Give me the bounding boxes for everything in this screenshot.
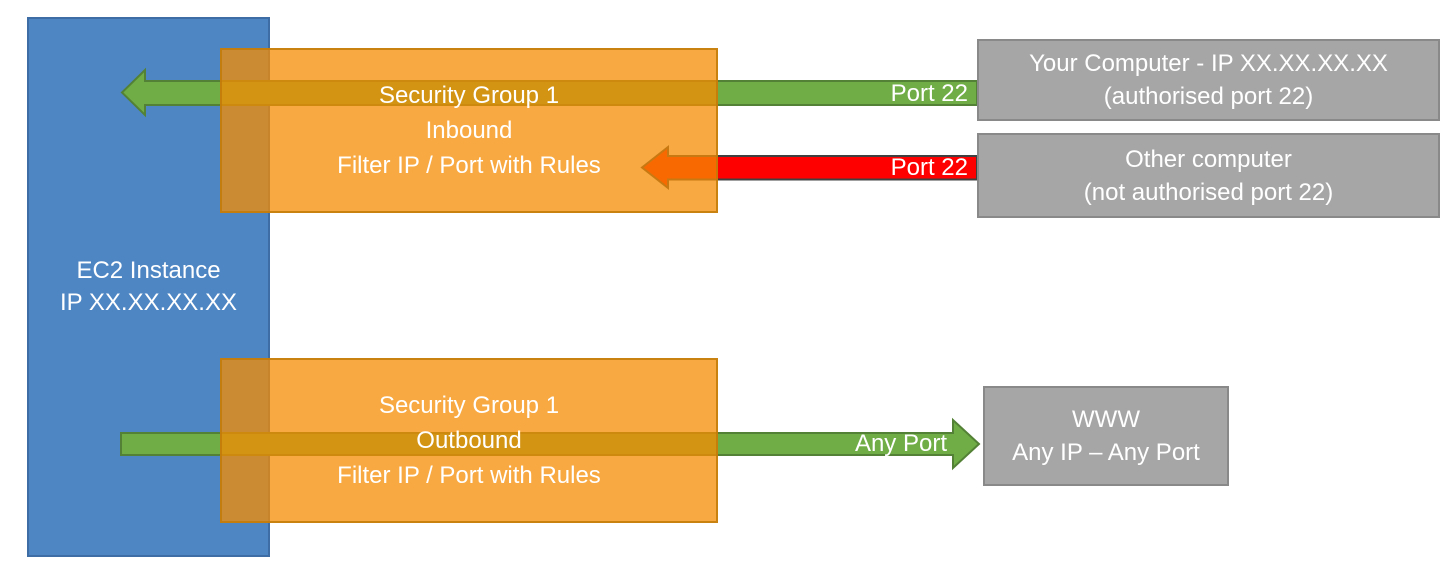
your-computer-title: Your Computer - IP XX.XX.XX.XX [1029, 50, 1388, 77]
other-computer-subtitle: (not authorised port 22) [1083, 178, 1334, 206]
sg-inbound-name: Security Group 1 [378, 82, 560, 109]
www-box: WWW Any IP – Any Port [983, 386, 1229, 486]
inbound-allowed-port-label: Port 22 [890, 80, 968, 107]
www-title: WWW [1072, 406, 1140, 433]
sg-inbound-direction: Inbound [425, 117, 513, 144]
other-computer-box: Other computer (not authorised port 22) [977, 133, 1440, 218]
sg-outbound-direction: Outbound [416, 427, 522, 454]
sg-outbound-rule: Filter IP / Port with Rules [337, 462, 601, 489]
ec2-instance-ip: IP XX.XX.XX.XX [60, 289, 237, 316]
other-computer-title: Other computer [1125, 145, 1292, 173]
ec2-instance-title: EC2 Instance [76, 257, 221, 284]
outbound-port-label: Any Port [854, 430, 947, 457]
your-computer-box: Your Computer - IP XX.XX.XX.XX (authoris… [977, 39, 1440, 121]
www-subtitle: Any IP – Any Port [1012, 439, 1200, 466]
sg-inbound-rule: Filter IP / Port with Rules [337, 152, 601, 179]
security-group-outbound-box: Security Group 1 Outbound Filter IP / Po… [220, 358, 718, 523]
inbound-blocked-port-label: Port 22 [890, 154, 968, 181]
your-computer-subtitle: (authorised port 22) [1103, 83, 1314, 110]
security-group-inbound-box: Security Group 1 Inbound Filter IP / Por… [220, 48, 718, 213]
sg-outbound-name: Security Group 1 [378, 392, 560, 419]
